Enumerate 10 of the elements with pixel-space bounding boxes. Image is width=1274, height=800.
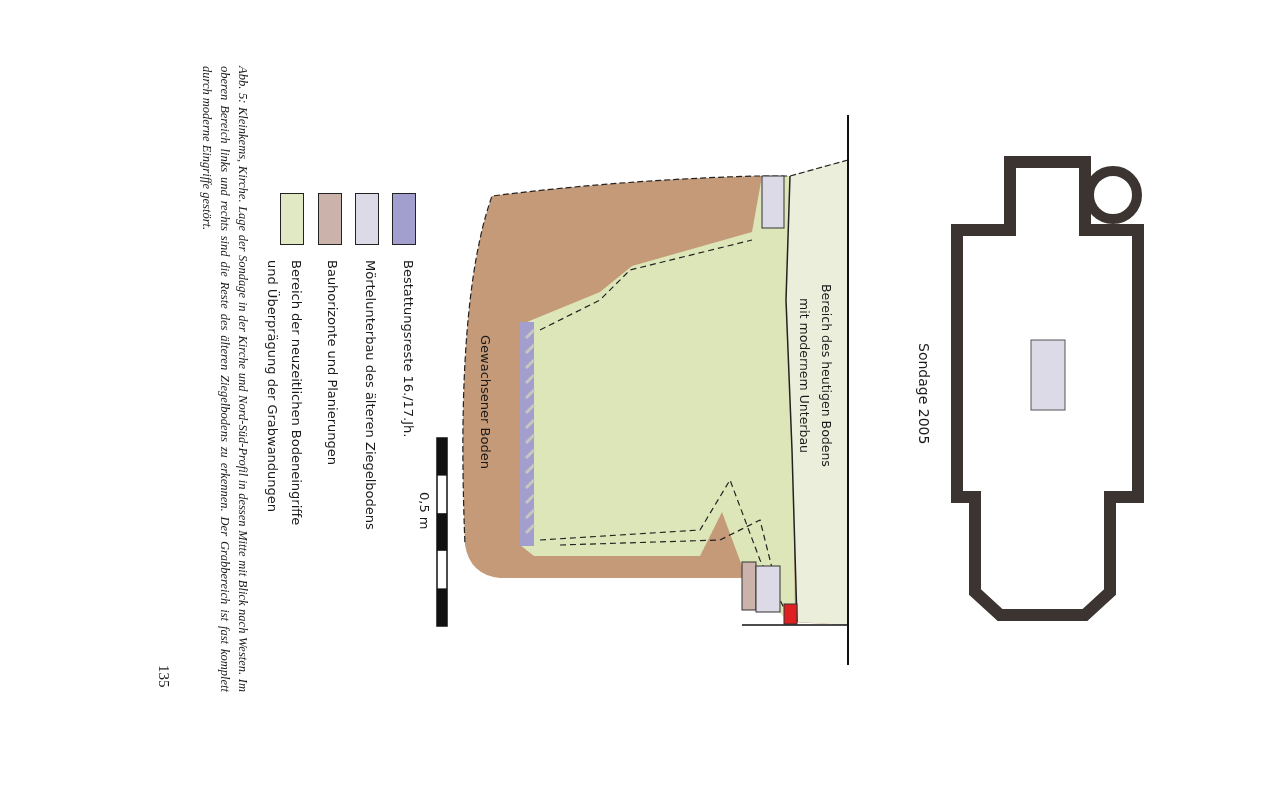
plan-label: Sondage 2005 xyxy=(916,343,932,445)
legend-text: Bauhorizonte und Planierungen xyxy=(324,260,341,467)
region-label: Gewachsener Boden xyxy=(478,335,493,469)
legend-text: Bereich der neuzeitlichen Bodeneingriffe und Überprägung der Grabwandungen xyxy=(264,260,305,528)
scale-label: 0,5 m xyxy=(417,492,432,530)
page-number: 135 xyxy=(155,665,172,688)
legend-text: Bestattungsreste 16./17.Jh. xyxy=(400,260,417,440)
region-label: Bereich des heutigen Bodens mit modernem Unterbau xyxy=(796,282,835,469)
legend-text: Mörtelunterbau des älteren Ziegelbodens xyxy=(362,260,379,532)
figure-caption: Abb. 5: Kleinkems, Kirche. Lage der Sondage in der Kirche und Nord-Süd-Profil in dessen Mitte mit Blick nach Westen. Im oberen Bereich links und rechts sind die Reste des älteren Ziegelbodens zu erkennen. Der Grabbereich ist fast komplett durch moderne Eingriffe gestört. xyxy=(200,66,251,692)
